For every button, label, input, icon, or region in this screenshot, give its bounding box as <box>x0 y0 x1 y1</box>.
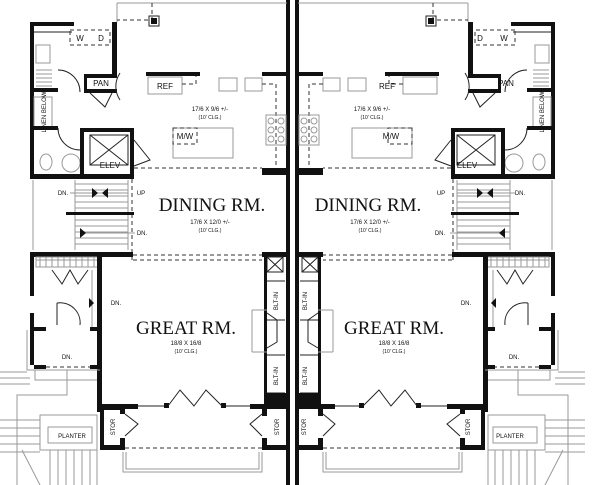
storage-label: STOR <box>111 418 117 435</box>
entry-down-label: DN. <box>62 355 73 361</box>
pantry-label: PAN <box>498 79 514 88</box>
great-room-size: 18/8 X 16/8 <box>171 341 202 347</box>
planter-label: PLANTER <box>496 434 524 440</box>
stair-down-label: DN. <box>435 231 446 237</box>
great-room-ceiling: (10' CLG.) <box>175 349 198 355</box>
kitchen-size: 17/6 X 9/6 +/- <box>354 107 390 113</box>
stair-up-label: UP <box>437 191 445 197</box>
great-room-ceiling: (10' CLG.) <box>383 349 406 355</box>
kitchen-ceiling: (10' CLG.) <box>361 115 384 121</box>
stair-down-label: DN. <box>58 191 69 197</box>
built-in-label: BLT-IN <box>303 292 309 310</box>
unit-left-walls <box>0 2 288 485</box>
linen-label: LINEN BELOW <box>540 91 546 132</box>
entry-down-label: DN. <box>509 355 520 361</box>
party-wall-right <box>295 0 299 485</box>
dining-size: 17/6 X 12/0 +/- <box>190 220 230 226</box>
dining-room-title: DINING RM. <box>315 195 422 216</box>
stair-up-label: UP <box>137 191 145 197</box>
dining-room-title: DINING RM. <box>159 195 266 216</box>
washer-label: W <box>500 34 508 43</box>
party-wall-left <box>286 0 290 485</box>
elevator-label: ELEV <box>457 161 478 170</box>
refrigerator-label: REF <box>379 82 395 91</box>
kitchen-size: 17/6 X 9/6 +/- <box>192 107 228 113</box>
dining-ceiling: (10' CLG.) <box>199 228 222 234</box>
unit-right-walls <box>297 2 586 485</box>
entry-down-label: DN. <box>461 301 472 307</box>
dining-ceiling: (10' CLG.) <box>359 228 382 234</box>
storage-label: STOR <box>466 418 472 435</box>
unit-left-labels: W D PAN REF LINEN BELOW 17/6 X 9/6 +/- (… <box>42 34 281 440</box>
washer-label: W <box>76 34 84 43</box>
elevator-label: ELEV <box>100 161 121 170</box>
dining-size: 17/6 X 12/0 +/- <box>350 220 390 226</box>
refrigerator-label: REF <box>157 82 173 91</box>
entry-down-label: DN. <box>111 301 122 307</box>
dryer-label: D <box>98 34 104 43</box>
great-room-size: 18/8 X 16/8 <box>379 341 410 347</box>
great-room-title: GREAT RM. <box>136 318 236 339</box>
microwave-label: M/W <box>383 132 400 141</box>
storage-label: STOR <box>302 418 308 435</box>
storage-label: STOR <box>275 418 281 435</box>
stair-down-label: DN. <box>137 231 148 237</box>
great-room-title: GREAT RM. <box>344 318 444 339</box>
planter-label: PLANTER <box>58 434 86 440</box>
unit-right-labels: W D PAN REF LINEN BELOW 17/6 X 9/6 +/- (… <box>302 34 546 440</box>
stair-down-label: DN. <box>515 191 526 197</box>
kitchen-ceiling: (10' CLG.) <box>199 115 222 121</box>
linen-label: LINEN BELOW <box>42 91 48 132</box>
dryer-label: D <box>477 34 483 43</box>
built-in-label: BLT-IN <box>274 292 280 310</box>
pantry-label: PAN <box>93 79 109 88</box>
built-in-label: BLT-IN <box>303 367 309 385</box>
built-in-label: BLT-IN <box>274 367 280 385</box>
microwave-label: M/W <box>177 132 194 141</box>
